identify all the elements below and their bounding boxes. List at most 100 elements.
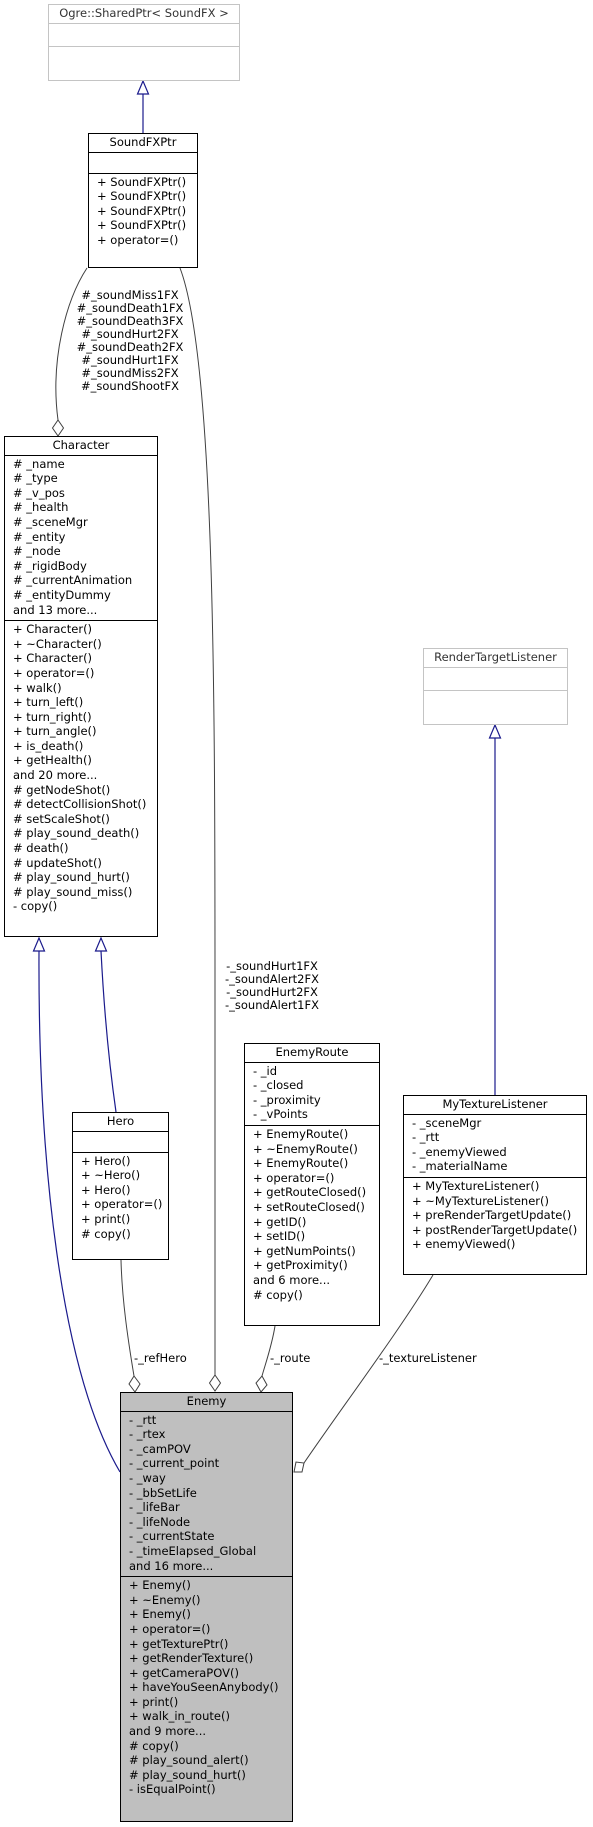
attribute-row: # _sceneMgr — [13, 514, 88, 529]
character-sound-edge-labels: #_soundMiss1FX#_soundDeath1FX#_soundDeat… — [68, 289, 192, 393]
attribute-row: - _materialName — [412, 1159, 508, 1174]
method-row: + setID() — [253, 1229, 306, 1244]
method-row: + haveYouSeenAnybody() — [129, 1680, 279, 1695]
attribute-row: - _lifeBar — [129, 1500, 180, 1515]
method-row: + operator=() — [253, 1170, 335, 1185]
method-row: + Hero() — [81, 1182, 131, 1197]
method-row: + Character() — [13, 651, 93, 666]
method-row: # copy() — [81, 1226, 131, 1241]
attribute-row: - _bbSetLife — [129, 1485, 197, 1500]
method-row: + ~MyTextureListener() — [412, 1193, 549, 1208]
method-row: + ~Character() — [13, 636, 102, 651]
attribute-row: # _health — [13, 500, 69, 515]
edge-label-row: #_soundDeath2FX — [76, 340, 184, 354]
attribute-row: # _node — [13, 544, 61, 559]
method-row: # updateShot() — [13, 855, 102, 870]
method-row: # getNodeShot() — [13, 782, 111, 797]
class-enemyroute[interactable]: EnemyRoute - _id- _closed- _proximity- _… — [244, 1043, 380, 1326]
edge-label-row: #_soundShootFX — [81, 379, 179, 393]
method-row: # play_sound_death() — [13, 826, 140, 841]
method-row: # play_sound_hurt() — [13, 870, 130, 885]
method-row: + EnemyRoute() — [253, 1156, 349, 1171]
attribute-row: - _lifeNode — [129, 1514, 191, 1529]
method-row: + SoundFXPtr() — [97, 189, 187, 204]
aggregation-enemy-hero — [120, 1259, 141, 1393]
method-row: + SoundFXPtr() — [97, 203, 187, 218]
methods-section: + Hero()+ ~Hero()+ Hero()+ operator=()+ … — [73, 1153, 168, 1245]
method-row: + operator=() — [81, 1197, 163, 1212]
edge-label-row: #_soundHurt2FX — [81, 327, 179, 341]
attribute-row: # _name — [13, 456, 65, 471]
methods-section — [424, 691, 567, 713]
methods-section — [49, 47, 239, 69]
class-mytexturelistener[interactable]: MyTextureListener - _sceneMgr- _rtt- _en… — [403, 1095, 587, 1275]
attribute-row: - _proximity — [253, 1092, 321, 1107]
method-row: + operator=() — [129, 1621, 211, 1636]
class-ogre-sharedptr-soundfx[interactable]: Ogre::SharedPtr< SoundFX > — [48, 4, 240, 81]
method-row: + getCameraPOV() — [129, 1665, 239, 1680]
class-title: Enemy — [121, 1393, 292, 1412]
inheritance-mytexturelistener-to-rendertargetlistener — [488, 723, 502, 1095]
methods-section: + EnemyRoute()+ ~EnemyRoute()+ EnemyRout… — [245, 1126, 379, 1305]
method-row: + walk() — [13, 680, 62, 695]
method-row: + getHealth() — [13, 753, 92, 768]
attribute-row: # _currentAnimation — [13, 573, 133, 588]
aggregation-character-soundfxptr — [51, 267, 88, 437]
method-row: + turn_left() — [13, 695, 84, 710]
method-row: + getID() — [253, 1214, 307, 1229]
method-row: + getProximity() — [253, 1258, 348, 1273]
edge-label-row: -_soundHurt1FX — [226, 959, 318, 973]
edge-label-row: #_soundDeath3FX — [76, 314, 184, 328]
edge-label-row: #_soundDeath1FX — [76, 301, 184, 315]
attribute-row: - _enemyViewed — [412, 1144, 507, 1159]
method-row: - isEqualPoint() — [129, 1782, 216, 1797]
methods-section: + Character()+ ~Character()+ Character()… — [5, 621, 157, 917]
attribute-row: - _rtt — [412, 1130, 440, 1145]
method-row: + postRenderTargetUpdate() — [412, 1222, 578, 1237]
attributes-section — [89, 153, 197, 174]
attribute-row: # _v_pos — [13, 485, 65, 500]
attribute-row: and 16 more... — [129, 1558, 214, 1573]
method-row: # play_sound_miss() — [13, 884, 133, 899]
enemy-sound-edge-labels: -_soundHurt1FX-_soundAlert2FX-_soundHurt… — [218, 960, 326, 1012]
class-enemy[interactable]: Enemy - _rtt- _rtex- _camPOV- _current_p… — [120, 1392, 293, 1822]
attribute-row: - _vPoints — [253, 1107, 308, 1122]
edge-label-row: -_soundAlert2FX — [225, 972, 319, 986]
method-row: + preRenderTargetUpdate() — [412, 1208, 572, 1223]
method-row: # death() — [13, 841, 69, 856]
method-row: + Enemy() — [129, 1607, 191, 1622]
method-row: # copy() — [253, 1287, 303, 1302]
method-row: + operator=() — [97, 232, 179, 247]
attribute-row: - _way — [129, 1470, 166, 1485]
edge-label-row: -_soundAlert1FX — [225, 998, 319, 1012]
edge-label-row: -_soundHurt2FX — [226, 985, 318, 999]
method-row: + getTexturePtr() — [129, 1636, 229, 1651]
method-row: # play_sound_hurt() — [129, 1767, 246, 1782]
attribute-row: # _type — [13, 471, 58, 486]
edge-label-refhero: -_refHero — [134, 1351, 187, 1365]
class-soundfxptr[interactable]: SoundFXPtr + SoundFXPtr()+ SoundFXPtr()+… — [88, 133, 198, 268]
class-rendertargetlistener[interactable]: RenderTargetListener — [423, 648, 568, 725]
class-character[interactable]: Character # _name# _type# _v_pos# _healt… — [4, 436, 158, 937]
method-row: + getRouteClosed() — [253, 1185, 367, 1200]
method-row: + SoundFXPtr() — [97, 218, 187, 233]
method-row: # detectCollisionShot() — [13, 797, 147, 812]
class-title: EnemyRoute — [245, 1044, 379, 1063]
attributes-section — [73, 1132, 168, 1153]
attribute-row: - _timeElapsed_Global — [129, 1543, 257, 1558]
class-title: Character — [5, 437, 157, 456]
method-row: + Character() — [13, 622, 93, 637]
attribute-row: # _entity — [13, 529, 66, 544]
method-row: + is_death() — [13, 738, 84, 753]
method-row: # play_sound_alert() — [129, 1753, 249, 1768]
attribute-row: - _sceneMgr — [412, 1115, 482, 1130]
method-row: + getRenderTexture() — [129, 1651, 254, 1666]
method-row: # copy() — [129, 1738, 179, 1753]
class-hero[interactable]: Hero + Hero()+ ~Hero()+ Hero()+ operator… — [72, 1112, 169, 1260]
attributes-section: - _rtt- _rtex- _camPOV- _current_point- … — [121, 1412, 292, 1578]
inheritance-soundfxptr-to-sharedptr — [136, 79, 150, 133]
method-row: + print() — [81, 1211, 131, 1226]
attribute-row: # _entityDummy — [13, 587, 111, 602]
method-row: + ~Enemy() — [129, 1592, 201, 1607]
methods-section: + Enemy()+ ~Enemy()+ Enemy()+ operator=(… — [121, 1577, 292, 1800]
